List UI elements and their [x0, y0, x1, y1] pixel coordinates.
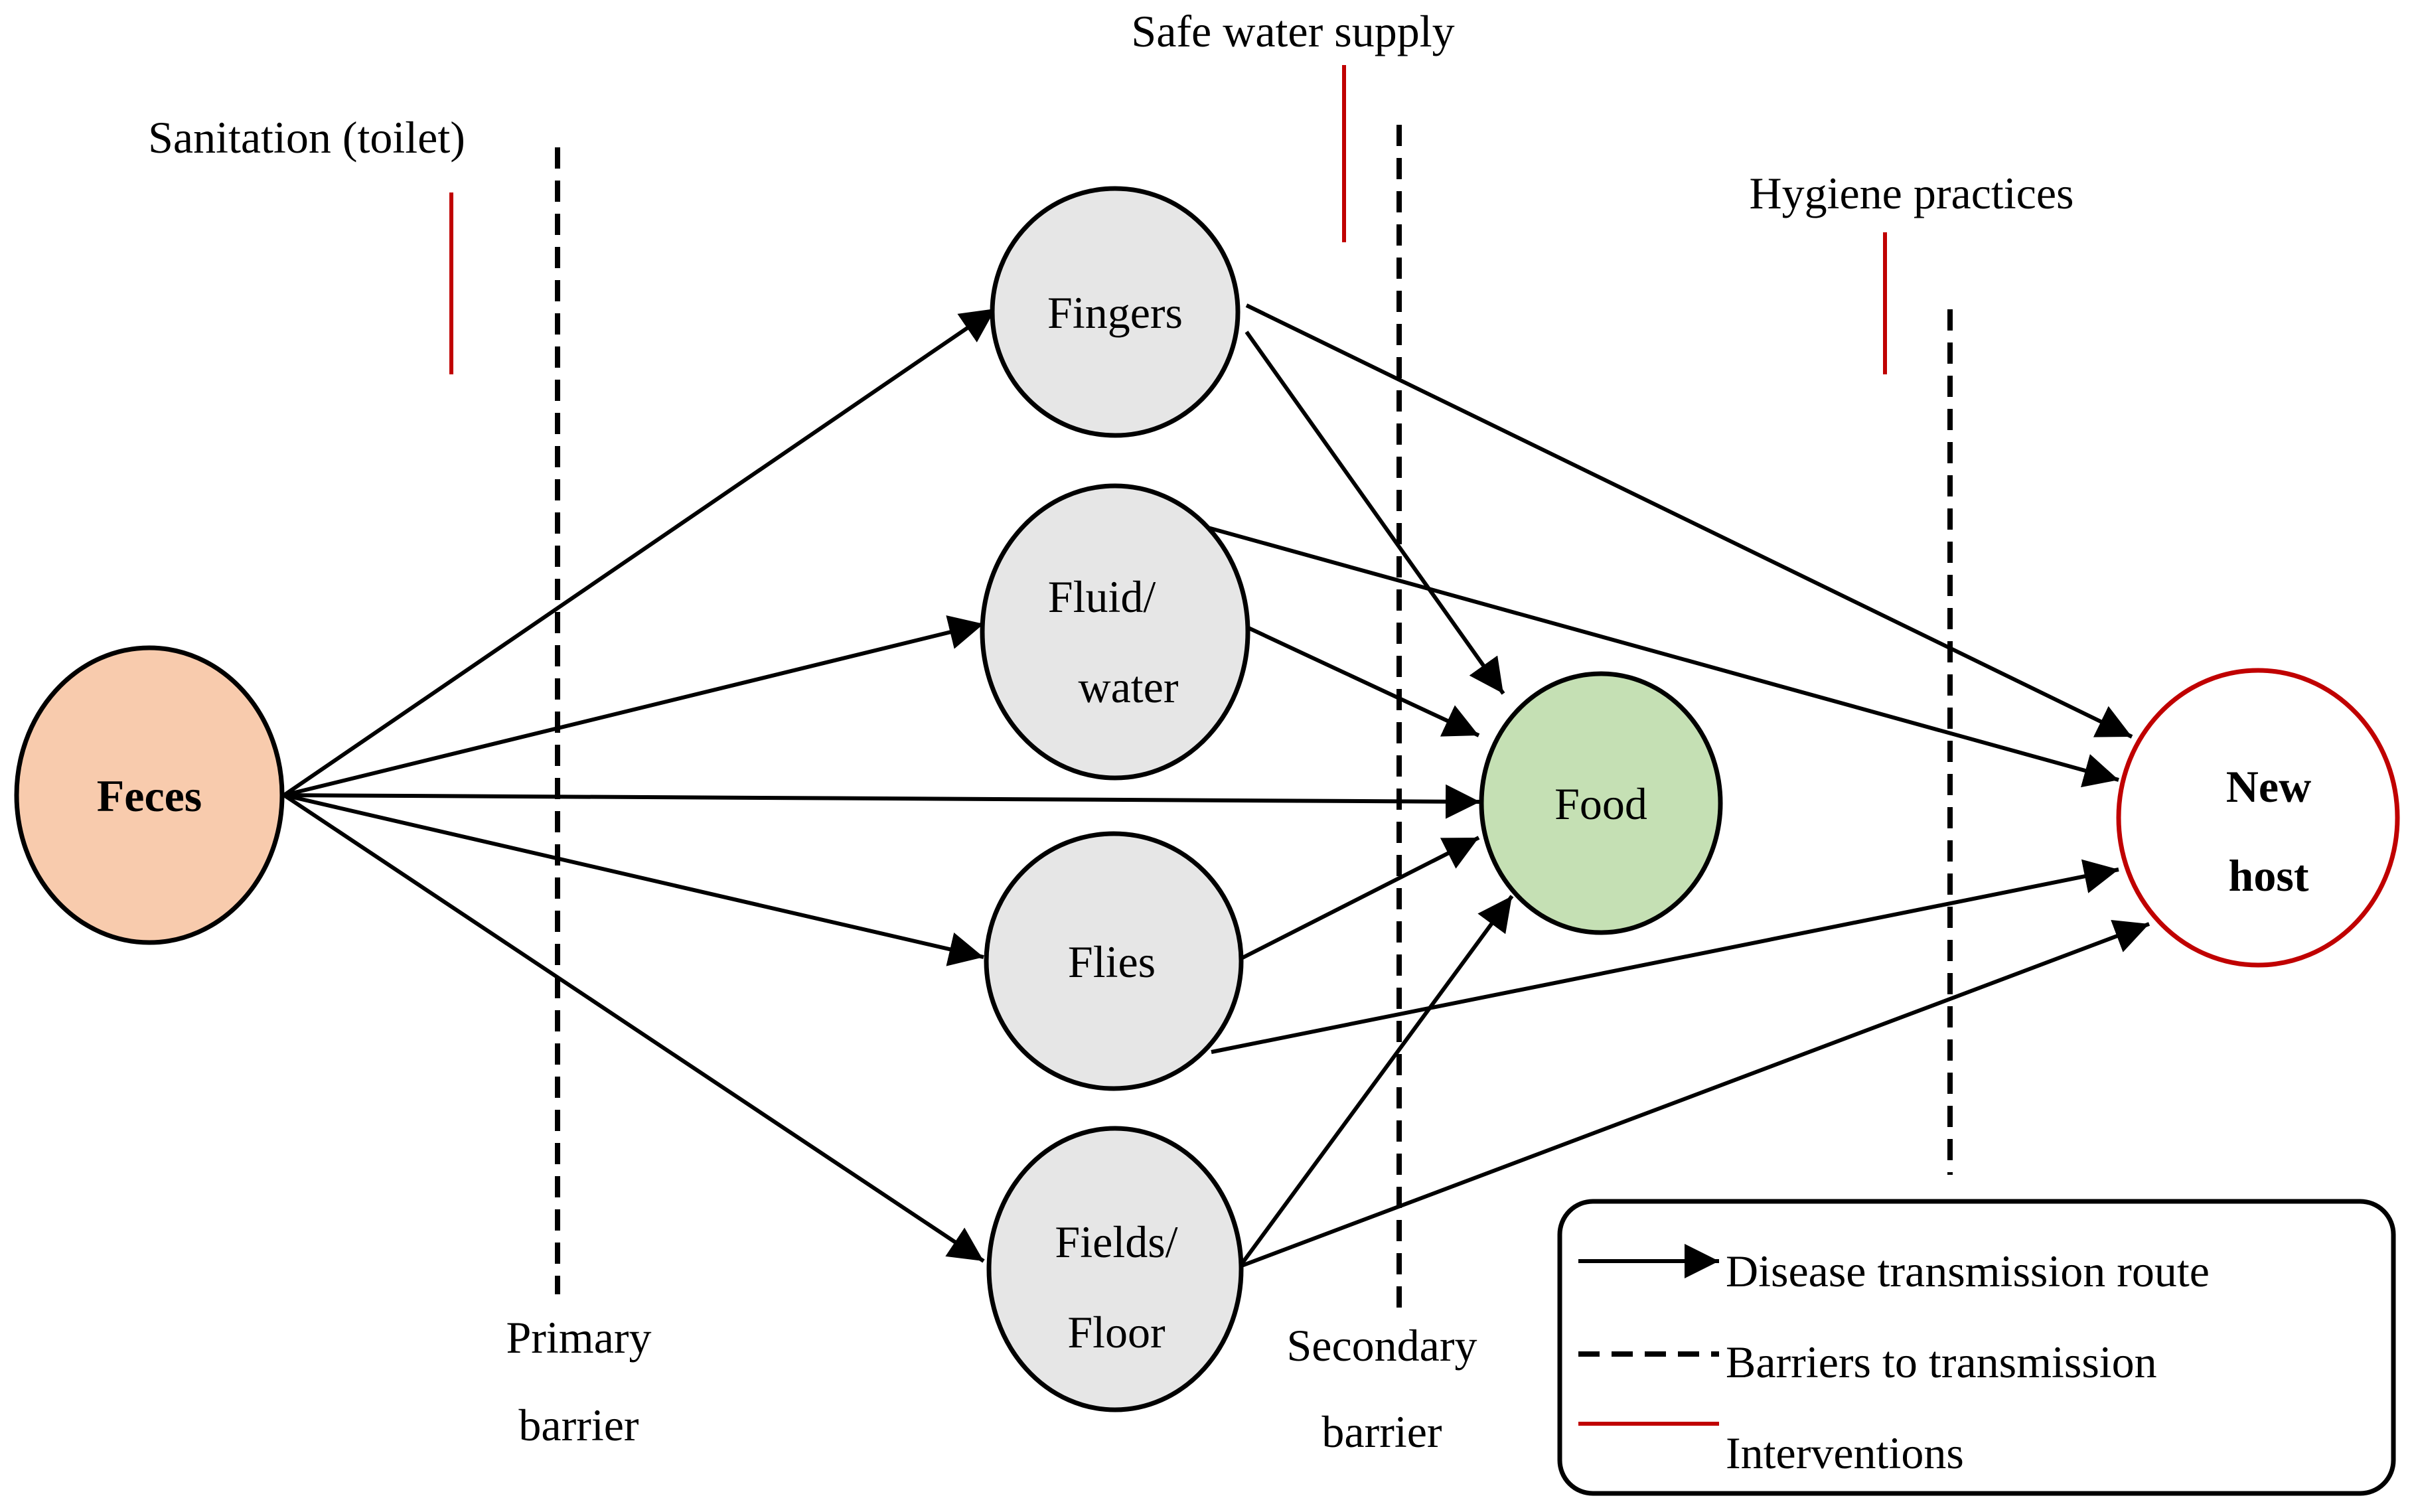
node-feces: Feces: [14, 645, 285, 945]
arrow-fingers-to-food: [1244, 331, 1505, 695]
node-fluid-label-line1: Fluid/: [1048, 571, 1156, 622]
node-fingers: Fingers: [990, 186, 1241, 438]
legend-route-label: Disease transmission route: [1726, 1246, 2210, 1296]
node-feces-label: Feces: [97, 771, 202, 821]
arrow-fields-to-food: [1238, 895, 1514, 1268]
intervention-label-water: Safe water supply: [1131, 6, 1454, 56]
legend: Disease transmission route Barriers to t…: [1557, 1199, 2396, 1496]
node-fluid-water: Fluid/ water: [980, 483, 1250, 781]
arrow-flies-to-host: [1211, 859, 2119, 1054]
arrow-feces-to-food: [283, 784, 1481, 819]
node-fields-label-line1: Fields/: [1055, 1217, 1177, 1267]
arrow-fingers-to-host: [1245, 303, 2133, 739]
node-host-label-line1: New: [2226, 761, 2311, 812]
node-host-label-line2: host: [2229, 850, 2309, 901]
legend-barrier-label: Barriers to transmission: [1726, 1337, 2157, 1387]
intervention-label-sanitation: Sanitation (toilet): [148, 112, 465, 163]
node-food: Food: [1479, 671, 1723, 935]
secondary-barrier-label-line1: Secondary: [1286, 1320, 1477, 1371]
node-flies: Flies: [984, 831, 1244, 1091]
node-fields-label-line2: Floor: [1067, 1307, 1166, 1357]
arrow-flies-to-food: [1239, 836, 1480, 961]
secondary-barrier-label-line2: barrier: [1321, 1406, 1442, 1457]
node-fingers-label: Fingers: [1047, 287, 1183, 338]
legend-box: [1557, 1199, 2396, 1496]
node-fluid-label-line2: water: [1078, 662, 1178, 712]
arrow-feces-to-fluid: [283, 615, 984, 797]
primary-barrier-label-line1: Primary: [506, 1312, 651, 1363]
node-new-host: New host: [2116, 668, 2400, 968]
node-fields-floor: Fields/ Floor: [986, 1126, 1244, 1412]
node-food-label: Food: [1554, 779, 1647, 829]
legend-intervention-label: Interventions: [1726, 1428, 1964, 1478]
arrow-fields-to-host: [1239, 919, 2150, 1268]
primary-barrier-label-line2: barrier: [518, 1400, 639, 1450]
arrow-feces-to-fields: [283, 793, 985, 1263]
arrow-fluid-to-food: [1239, 622, 1480, 737]
arrow-fluid-to-host: [1207, 526, 2119, 788]
node-flies-label: Flies: [1068, 937, 1156, 987]
arrow-feces-to-fingers: [283, 307, 997, 797]
arrow-feces-to-flies: [283, 793, 984, 966]
intervention-label-hygiene: Hygiene practices: [1750, 168, 2074, 218]
